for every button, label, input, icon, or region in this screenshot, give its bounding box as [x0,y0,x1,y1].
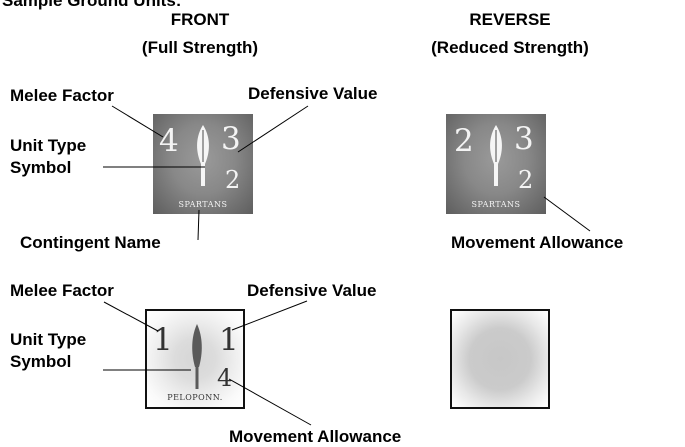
movement-allowance-value: 2 [518,166,534,194]
movement-allowance-label-2: Movement Allowance [229,427,402,446]
movement-allowance-label: Movement Allowance [451,233,624,252]
contingent-name-label: Contingent Name [20,233,161,252]
defensive-value-label: Defensive Value [248,84,378,103]
reverse-header-line1: REVERSE [469,10,551,29]
spear-icon [490,125,502,186]
melee-factor-value: 2 [454,123,474,159]
javelin-icon [192,324,202,389]
unit-type-label-2: Unit Type [10,330,87,349]
contingent-name-value: PELOPONN. [167,393,223,402]
page-title: Sample Ground Units: [2,0,182,10]
contingent-name-value: SPARTANS [178,200,228,209]
contingent-name-value: SPARTANS [471,200,521,209]
melee-factor-label: Melee Factor [10,86,114,105]
melee-factor-value: 4 [159,123,179,159]
defensive-value-value: 1 [219,322,239,358]
reverse-header-line2: (Reduced Strength) [431,38,589,57]
pelopon-reverse-counter [450,309,550,409]
pelopon-front-counter: 1 1 4 PELOPONN. [145,309,245,409]
spartans-reverse-counter: 2 3 2 SPARTANS [446,114,546,214]
movement-allowance-value: 2 [225,166,241,194]
defensive-value-value: 3 [514,121,534,157]
spartans-front-counter: 4 3 2 SPARTANS [153,114,253,214]
symbol-label: Symbol [10,158,72,177]
melee-factor-label-2: Melee Factor [10,281,114,300]
front-header-line2: (Full Strength) [141,38,259,57]
front-header-line1: FRONT [170,10,230,29]
melee-factor-value: 1 [153,322,173,358]
defensive-value-value: 3 [221,121,241,157]
defensive-value-label-2: Defensive Value [247,281,377,300]
spear-icon [197,125,209,186]
movement-allowance-value: 4 [217,364,233,392]
symbol-label-2: Symbol [10,352,72,371]
unit-type-label: Unit Type [10,136,87,155]
